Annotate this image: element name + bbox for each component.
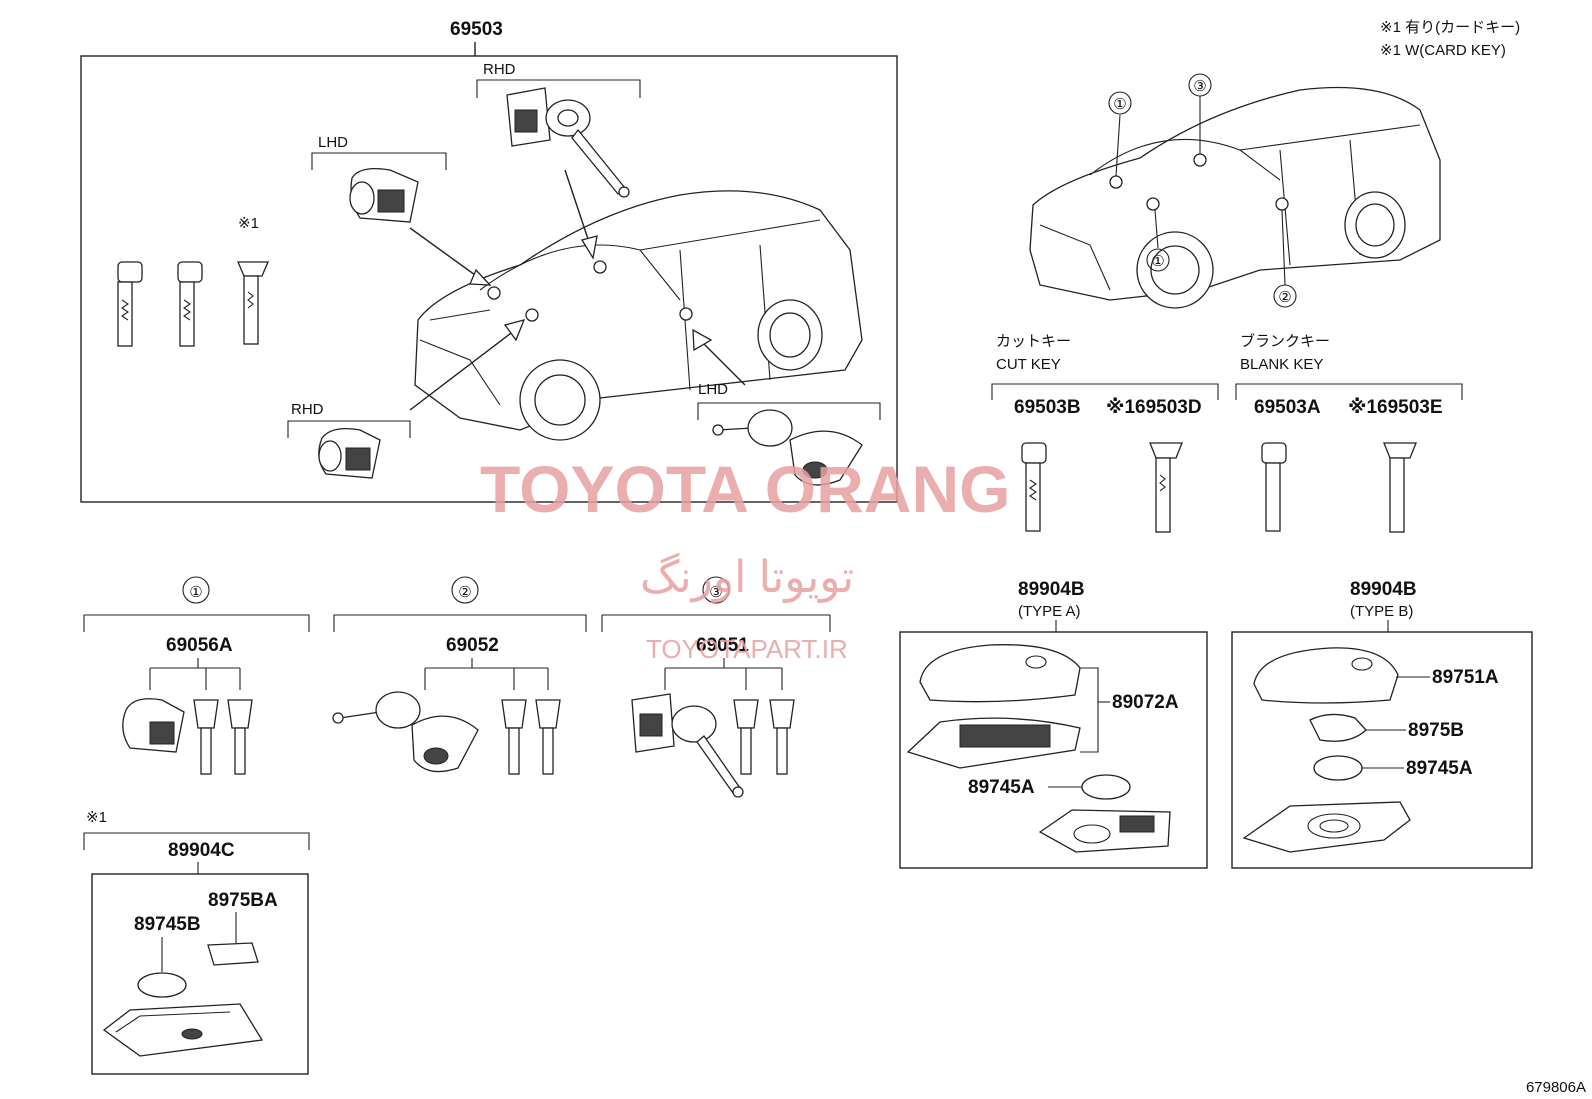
group-3-circle: ③ — [709, 584, 722, 601]
group-1-key-b-icon — [227, 699, 253, 775]
card-key-part-8975ba: 8975BA — [208, 890, 278, 911]
diagram-id: 679806A — [1526, 1079, 1586, 1096]
type-b-board-icon — [1242, 801, 1411, 853]
group-2: ② 69052 — [332, 576, 587, 775]
ignition-cylinder-rhd-icon — [318, 427, 381, 479]
label-lhd-left: LHD — [318, 134, 348, 151]
key-1-icon — [117, 261, 143, 347]
main-assembly-box — [80, 55, 898, 503]
card-key-mark: ※1 — [86, 809, 107, 826]
cut-key-card-emergency-icon — [1149, 442, 1183, 533]
locator-callout-3: ③ — [1193, 78, 1206, 95]
type-b-part-89751a: 89751A — [1432, 667, 1499, 688]
watermark-line-3: TOYOTAPART.IR — [646, 634, 848, 664]
callout-arrows — [409, 169, 746, 411]
type-b-type-label: (TYPE B) — [1350, 603, 1413, 620]
type-a-type-label: (TYPE A) — [1018, 603, 1081, 620]
vehicle-outline-locator-icon: ① ③ ① ② — [1029, 73, 1441, 309]
main-part-number: 69503 — [450, 19, 503, 40]
group-2-part-number: 69052 — [446, 635, 499, 656]
group-1-key-a-icon — [193, 699, 219, 775]
blank-key-part-1: 69503A — [1254, 397, 1321, 418]
locator-callout-1b: ① — [1151, 253, 1164, 270]
type-a-part-89745a: 89745A — [968, 777, 1035, 798]
type-b-battery-icon — [1313, 755, 1363, 781]
card-key-box — [91, 873, 309, 1075]
cut-key-title-en: CUT KEY — [996, 356, 1061, 373]
group-1-cylinder-icon — [122, 698, 185, 753]
card-key-battery-icon — [137, 972, 187, 998]
group-1: ① 69056A — [83, 576, 310, 775]
card-key-part-89745b: 89745B — [134, 914, 201, 935]
group-2-steering-lock-icon — [332, 691, 479, 773]
card-key-body-icon — [102, 1003, 264, 1057]
card-key-cover-sheet-icon — [207, 942, 259, 966]
type-b-part-number: 89904B — [1350, 579, 1417, 600]
blank-key-title-jp: ブランクキー — [1240, 332, 1330, 350]
card-key-part-number: 89904C — [168, 840, 235, 861]
vehicle-outline-main-icon — [414, 190, 863, 441]
main-assembly-group: 69503 RHD LHD — [80, 19, 898, 503]
watermark-line-1: TOYOTA ORANG — [480, 452, 1010, 526]
locator-callout-1a: ① — [1113, 96, 1126, 113]
group-3-part-number: 69051 — [696, 635, 749, 656]
type-a-board-icon — [1038, 809, 1171, 853]
group-3: ③ 69051 — [601, 576, 831, 798]
footnote-line-2: ※1 W(CARD KEY) — [1380, 42, 1506, 59]
watermark-line-2: تویوتا اورنگ — [640, 552, 854, 603]
type-a-shell-bottom-icon — [906, 717, 1081, 769]
group-1-part-number: 69056A — [166, 635, 233, 656]
type-a-part-89072a: 89072A — [1112, 692, 1179, 713]
type-b-shell-top-icon — [1253, 647, 1399, 704]
label-mark-x1: ※1 — [238, 215, 259, 232]
label-rhd-top: RHD — [483, 61, 516, 78]
group-3-key-b-icon — [769, 699, 795, 775]
type-a-shell-top-icon — [919, 644, 1081, 703]
type-b-cover-icon — [1309, 713, 1367, 742]
group-1-circle: ① — [189, 584, 202, 601]
blank-key-transponder-icon — [1261, 442, 1287, 532]
type-a-group: 89904B (TYPE A) 89072A 89745A — [899, 579, 1208, 869]
group-3-steering-lock-icon — [631, 693, 744, 798]
group-3-key-a-icon — [733, 699, 759, 775]
group-2-key-a-icon — [501, 699, 527, 775]
card-key-group: ※1 89904C 8975BA 89745B — [83, 809, 310, 1075]
emergency-key-icon — [237, 261, 269, 345]
type-a-part-number: 89904B — [1018, 579, 1085, 600]
cut-key-part-2: ※169503D — [1106, 397, 1202, 418]
cut-key-transponder-icon — [1021, 442, 1047, 532]
steering-lock-rhd-icon — [506, 87, 630, 198]
group-2-circle: ② — [458, 584, 471, 601]
type-b-group: 89904B (TYPE B) 89751A 8975B 89745A — [1231, 579, 1533, 869]
cut-key-group: カットキー CUT KEY 69503B ※169503D — [991, 333, 1219, 533]
group-2-key-b-icon — [535, 699, 561, 775]
locator-callout-2: ② — [1278, 289, 1291, 306]
type-b-box — [1231, 631, 1533, 869]
blank-key-part-2: ※169503E — [1348, 397, 1443, 418]
type-a-battery-icon — [1081, 774, 1131, 800]
blank-key-group: ブランクキー BLANK KEY 69503A ※169503E — [1235, 332, 1463, 533]
key-2-icon — [177, 261, 203, 347]
steering-lock-lhd-icon — [712, 409, 863, 486]
blank-key-card-emergency-icon — [1383, 442, 1417, 533]
footnote-line-1: ※1 有り(カードキー) — [1380, 19, 1520, 36]
ignition-cylinder-lhd-icon — [349, 167, 419, 223]
type-b-part-8975b: 8975B — [1408, 720, 1464, 741]
blank-key-title-en: BLANK KEY — [1240, 356, 1323, 373]
label-rhd-bottom: RHD — [291, 401, 324, 418]
type-b-part-89745a: 89745A — [1406, 758, 1473, 779]
label-lhd-right: LHD — [698, 381, 728, 398]
watermark: TOYOTA ORANG تویوتا اورنگ TOYOTAPART.IR — [480, 452, 1010, 664]
cut-key-part-1: 69503B — [1014, 397, 1081, 418]
cut-key-title-jp: カットキー — [996, 333, 1071, 350]
type-a-box — [899, 631, 1208, 869]
